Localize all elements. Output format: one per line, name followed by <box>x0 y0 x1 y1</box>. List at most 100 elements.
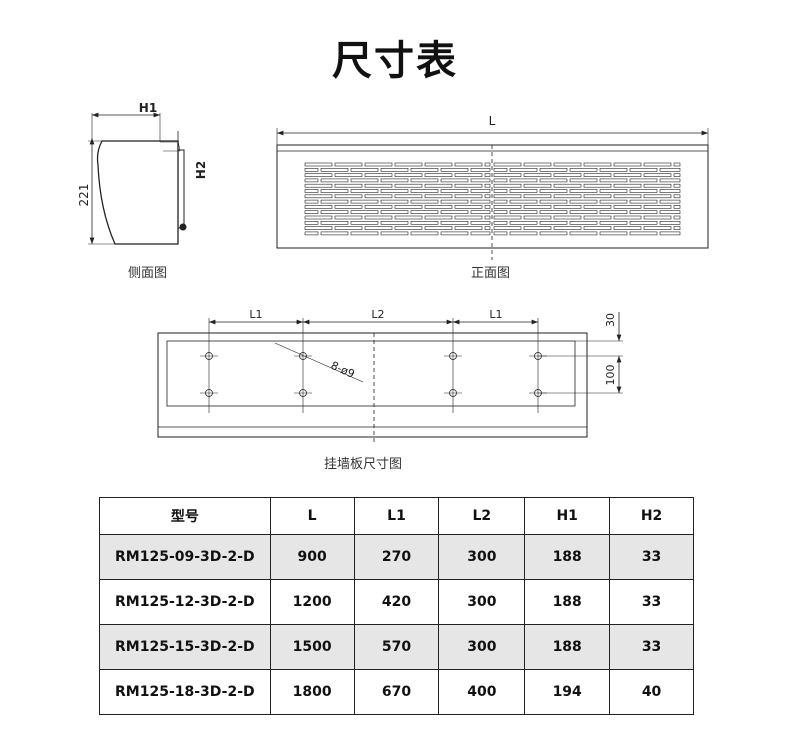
grille-slot <box>454 173 483 177</box>
l1-right-label: L1 <box>489 308 502 321</box>
grille-slot <box>304 205 333 209</box>
grille-slot <box>643 215 672 220</box>
grille-slot <box>320 199 349 204</box>
grille-slot <box>350 221 379 225</box>
wall-plate-drawing <box>157 312 623 442</box>
table-cell: 1200 <box>269 579 355 625</box>
grille-slot <box>304 178 319 183</box>
grille-slot <box>583 194 612 199</box>
grille-slot <box>484 226 491 230</box>
grille-slot <box>673 226 681 230</box>
grille-slot <box>470 221 491 225</box>
grille-slot <box>673 215 681 220</box>
grille-slot <box>350 210 379 214</box>
grille-slot <box>440 189 469 193</box>
mounting-holes <box>200 318 547 413</box>
grille-slot <box>440 210 469 214</box>
grille-slot <box>410 189 439 193</box>
grille-slot <box>440 199 469 204</box>
grille-slot <box>493 189 508 193</box>
grille-slot <box>320 210 349 214</box>
grille-slot <box>424 226 453 230</box>
grille-slot <box>643 173 672 177</box>
grille-slot <box>350 168 379 172</box>
grille-slot <box>304 199 319 204</box>
grille-slot <box>410 168 439 172</box>
table-cell: 570 <box>353 624 440 670</box>
grille-slot <box>539 199 568 204</box>
h1-label: H1 <box>139 101 157 115</box>
grille-slot <box>364 205 393 209</box>
grille-slot <box>493 199 508 204</box>
grille-slot <box>629 231 658 236</box>
l1-left-label: L1 <box>249 308 262 321</box>
grille-slot <box>304 210 319 214</box>
grille-slot <box>454 226 483 230</box>
grille-slot <box>484 162 491 167</box>
grille-slot <box>394 205 423 209</box>
drawings: 221 H1 H2 L <box>77 101 709 442</box>
grille-slot <box>569 178 598 183</box>
grille-slot <box>364 215 393 220</box>
grille-slot <box>643 226 672 230</box>
grille-slot <box>553 183 582 188</box>
front-view-caption: 正面图 <box>471 266 511 281</box>
grille-slot <box>364 183 393 188</box>
grille-slot <box>493 226 522 230</box>
grille-slot <box>304 168 319 172</box>
grille-slot <box>350 178 379 183</box>
grille-slot <box>364 194 393 199</box>
grille-slot <box>493 178 508 183</box>
grille-slot <box>569 189 598 193</box>
grille-slot <box>304 162 333 167</box>
grille-slot <box>394 162 423 167</box>
grille-slot <box>613 183 642 188</box>
grille-slot <box>424 173 453 177</box>
page-title: 尺寸表 <box>332 38 458 84</box>
grille-slot <box>394 226 423 230</box>
grille-slot <box>484 183 491 188</box>
grille-slot <box>659 231 681 236</box>
grille-slot <box>493 168 508 172</box>
grille-slot <box>484 194 491 199</box>
grille-slot <box>569 210 598 214</box>
grille-slot <box>493 183 522 188</box>
grille-slot <box>643 183 672 188</box>
grille-slot <box>470 178 491 183</box>
grille-slot <box>304 231 319 236</box>
grille-slot <box>569 231 598 236</box>
header-h2: H2 <box>609 497 694 535</box>
dim-100-label: 100 <box>604 365 617 386</box>
header-l1: L1 <box>353 497 440 535</box>
grille-slot <box>410 221 439 225</box>
grille-slot <box>539 231 568 236</box>
grille-slot <box>320 168 349 172</box>
grille-slot <box>350 231 379 236</box>
grille-slot <box>394 173 423 177</box>
grille-slot <box>493 173 522 177</box>
grille-slot <box>569 168 598 172</box>
grille-slot <box>410 231 439 236</box>
table-cell: 40 <box>609 669 694 715</box>
grille-slot <box>643 162 672 167</box>
hole-spec-label: 8-ø9 <box>329 359 357 381</box>
grille-slot <box>613 162 642 167</box>
grille-slot <box>304 183 333 188</box>
grille-slot <box>424 205 453 209</box>
grille-slots <box>304 162 681 236</box>
grille-slot <box>424 183 453 188</box>
grille-slot <box>629 178 658 183</box>
table-cell: RM125-12-3D-2-D <box>99 579 271 625</box>
grille-slot <box>493 215 522 220</box>
grille-slot <box>629 210 658 214</box>
grille-slot <box>583 205 612 209</box>
grille-slot <box>334 183 363 188</box>
grille-slot <box>553 173 582 177</box>
table-cell: 420 <box>353 579 440 625</box>
grille-slot <box>673 194 681 199</box>
grille-slot <box>509 168 538 172</box>
grille-slot <box>334 194 363 199</box>
grille-slot <box>484 173 491 177</box>
